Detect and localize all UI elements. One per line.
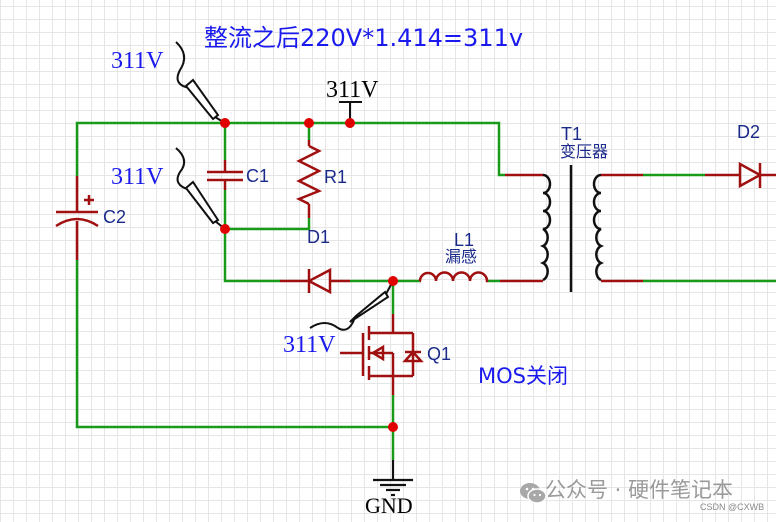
diode-d2 <box>738 161 763 189</box>
d2-refdes: D2 <box>737 122 761 142</box>
wire-d1-left <box>223 229 280 283</box>
q1-refdes: Q1 <box>427 344 452 364</box>
ground-symbol <box>373 460 413 497</box>
capacitor-c2 <box>55 195 99 228</box>
wire-c1-bottom <box>223 190 311 231</box>
probe-mid-label: 311V <box>111 164 164 190</box>
junctions <box>220 118 398 432</box>
wire-top-rail <box>75 121 505 177</box>
resistor-r1 <box>295 144 323 206</box>
rail-voltage-label: 311V <box>326 77 379 103</box>
junction-dot <box>388 422 398 432</box>
probe-mid <box>175 147 226 230</box>
junction-dot <box>345 118 355 128</box>
l1-description: 漏感 <box>445 247 478 266</box>
wires <box>75 121 776 460</box>
diode-d1 <box>298 267 332 295</box>
junction-dot <box>220 118 230 128</box>
component-leads <box>75 140 776 283</box>
junction-dot <box>220 224 230 234</box>
c1-refdes: C1 <box>246 166 270 186</box>
junction-dot <box>388 276 398 286</box>
mos-state-note: MOS关闭 <box>478 364 568 388</box>
r1-refdes: R1 <box>324 167 348 187</box>
wechat-icon <box>520 483 547 504</box>
wire-left-bottom <box>75 260 393 429</box>
l1-refdes: L1 <box>454 230 475 250</box>
t1-refdes: T1 <box>561 124 583 144</box>
probe-mos <box>309 280 394 331</box>
probe-mos-label: 311V <box>283 332 336 358</box>
capacitor-c1 <box>207 170 243 182</box>
inductor-l1 <box>418 271 489 283</box>
probe-top <box>175 41 226 124</box>
junction-dot <box>304 118 314 128</box>
mosfet-q1 <box>340 314 424 395</box>
c2-refdes: C2 <box>103 207 127 227</box>
transformer-t1 <box>539 165 605 292</box>
probe-top-label: 311V <box>111 48 164 74</box>
ground-label: GND <box>365 493 413 518</box>
diagram-title: 整流之后220V*1.414=311v <box>204 24 524 52</box>
d1-refdes: D1 <box>307 227 331 247</box>
watermark-text: 公众号 · 硬件笔记本 <box>545 478 734 502</box>
t1-description: 变压器 <box>560 142 609 161</box>
watermark-source: CSDN @CXWB <box>700 502 765 512</box>
